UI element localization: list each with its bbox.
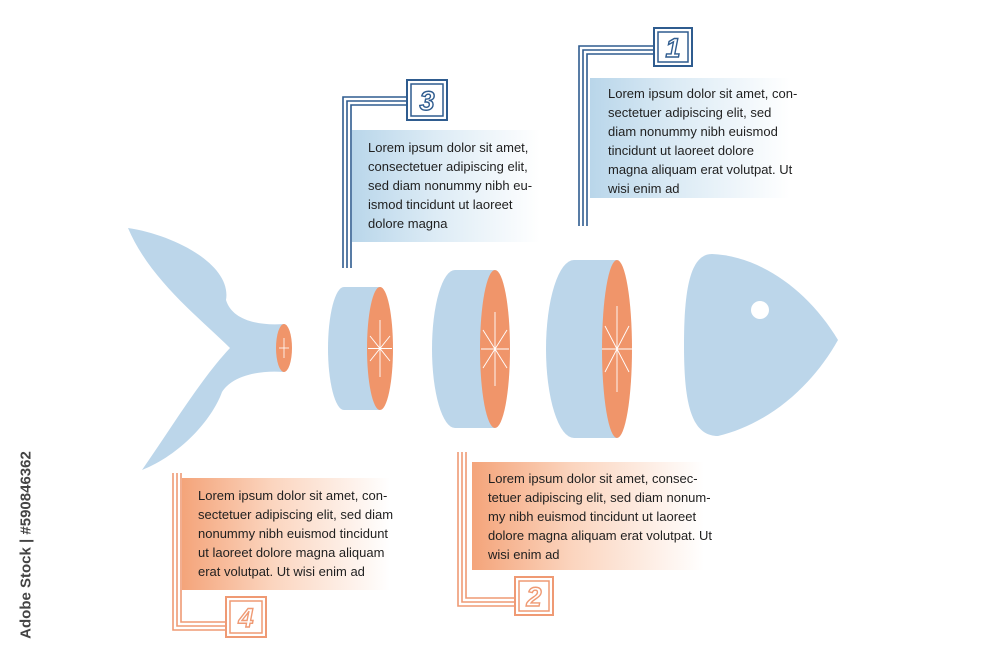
fish-eye <box>751 301 769 319</box>
callout-3-number: 3 <box>419 86 434 116</box>
fish-slice-large <box>546 260 632 438</box>
stock-watermark: Adobe Stock | #590846362 <box>4 425 48 665</box>
callout-2-number: 2 <box>525 582 541 612</box>
callout-1-number-badge: 1 <box>653 27 693 67</box>
callout-2-connector <box>457 452 515 607</box>
callout-1-number: 1 <box>665 33 680 63</box>
callout-3-text: Lorem ipsum dolor sit amet, consectetuer… <box>352 130 587 242</box>
callout-1-text: Lorem ipsum dolor sit amet, con- sectetu… <box>590 78 840 198</box>
callout-4-number-badge: 4 <box>225 596 267 638</box>
callout-4-number: 4 <box>237 603 253 633</box>
fish-head <box>684 254 838 436</box>
callout-2-text: Lorem ipsum dolor sit amet, consec- tetu… <box>472 462 762 570</box>
fish-slice-medium <box>432 270 510 428</box>
callout-3-number-badge: 3 <box>406 79 448 121</box>
watermark-text: Adobe Stock | #590846362 <box>17 451 35 639</box>
callout-4-connector <box>172 473 226 631</box>
callout-4-text: Lorem ipsum dolor sit amet, con- sectetu… <box>182 478 442 590</box>
fish-tail <box>128 228 292 470</box>
fish-slice-small <box>328 287 393 410</box>
callout-2-number-badge: 2 <box>514 576 554 616</box>
callout-3-connector <box>342 96 407 268</box>
